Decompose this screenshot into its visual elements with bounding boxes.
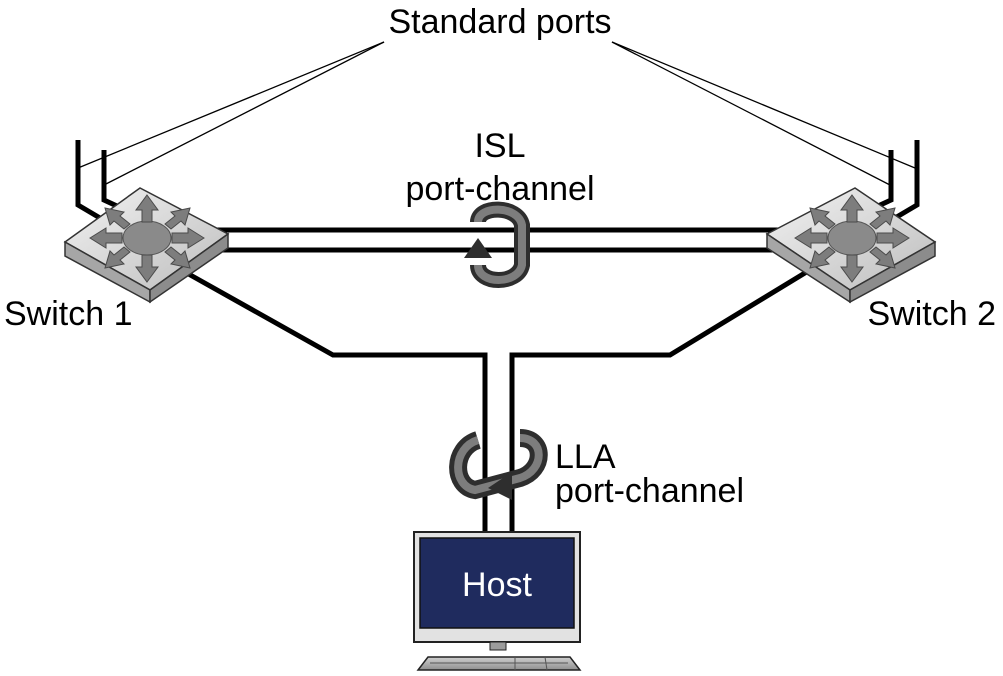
isl-port-channel-label: port-channel <box>405 170 594 208</box>
host-label: Host <box>462 566 532 604</box>
standard-ports-label: Standard ports <box>388 3 611 41</box>
lla-label: LLA <box>555 438 616 476</box>
host-links <box>183 262 820 540</box>
switch1-label: Switch 1 <box>4 295 133 333</box>
isl-label: ISL <box>474 127 525 165</box>
lla-rotation-icon <box>449 429 548 500</box>
switch1-icon <box>63 187 230 304</box>
switch2-icon <box>765 187 937 304</box>
host-computer-icon: Host <box>413 531 582 671</box>
isl-links <box>215 227 790 253</box>
isl-rotation-icon <box>464 201 530 288</box>
host-screen <box>419 537 575 629</box>
standard-ports-callout-lines <box>77 41 916 186</box>
lla-port-channel-label: port-channel <box>555 472 744 510</box>
switch2-label: Switch 2 <box>868 295 997 333</box>
